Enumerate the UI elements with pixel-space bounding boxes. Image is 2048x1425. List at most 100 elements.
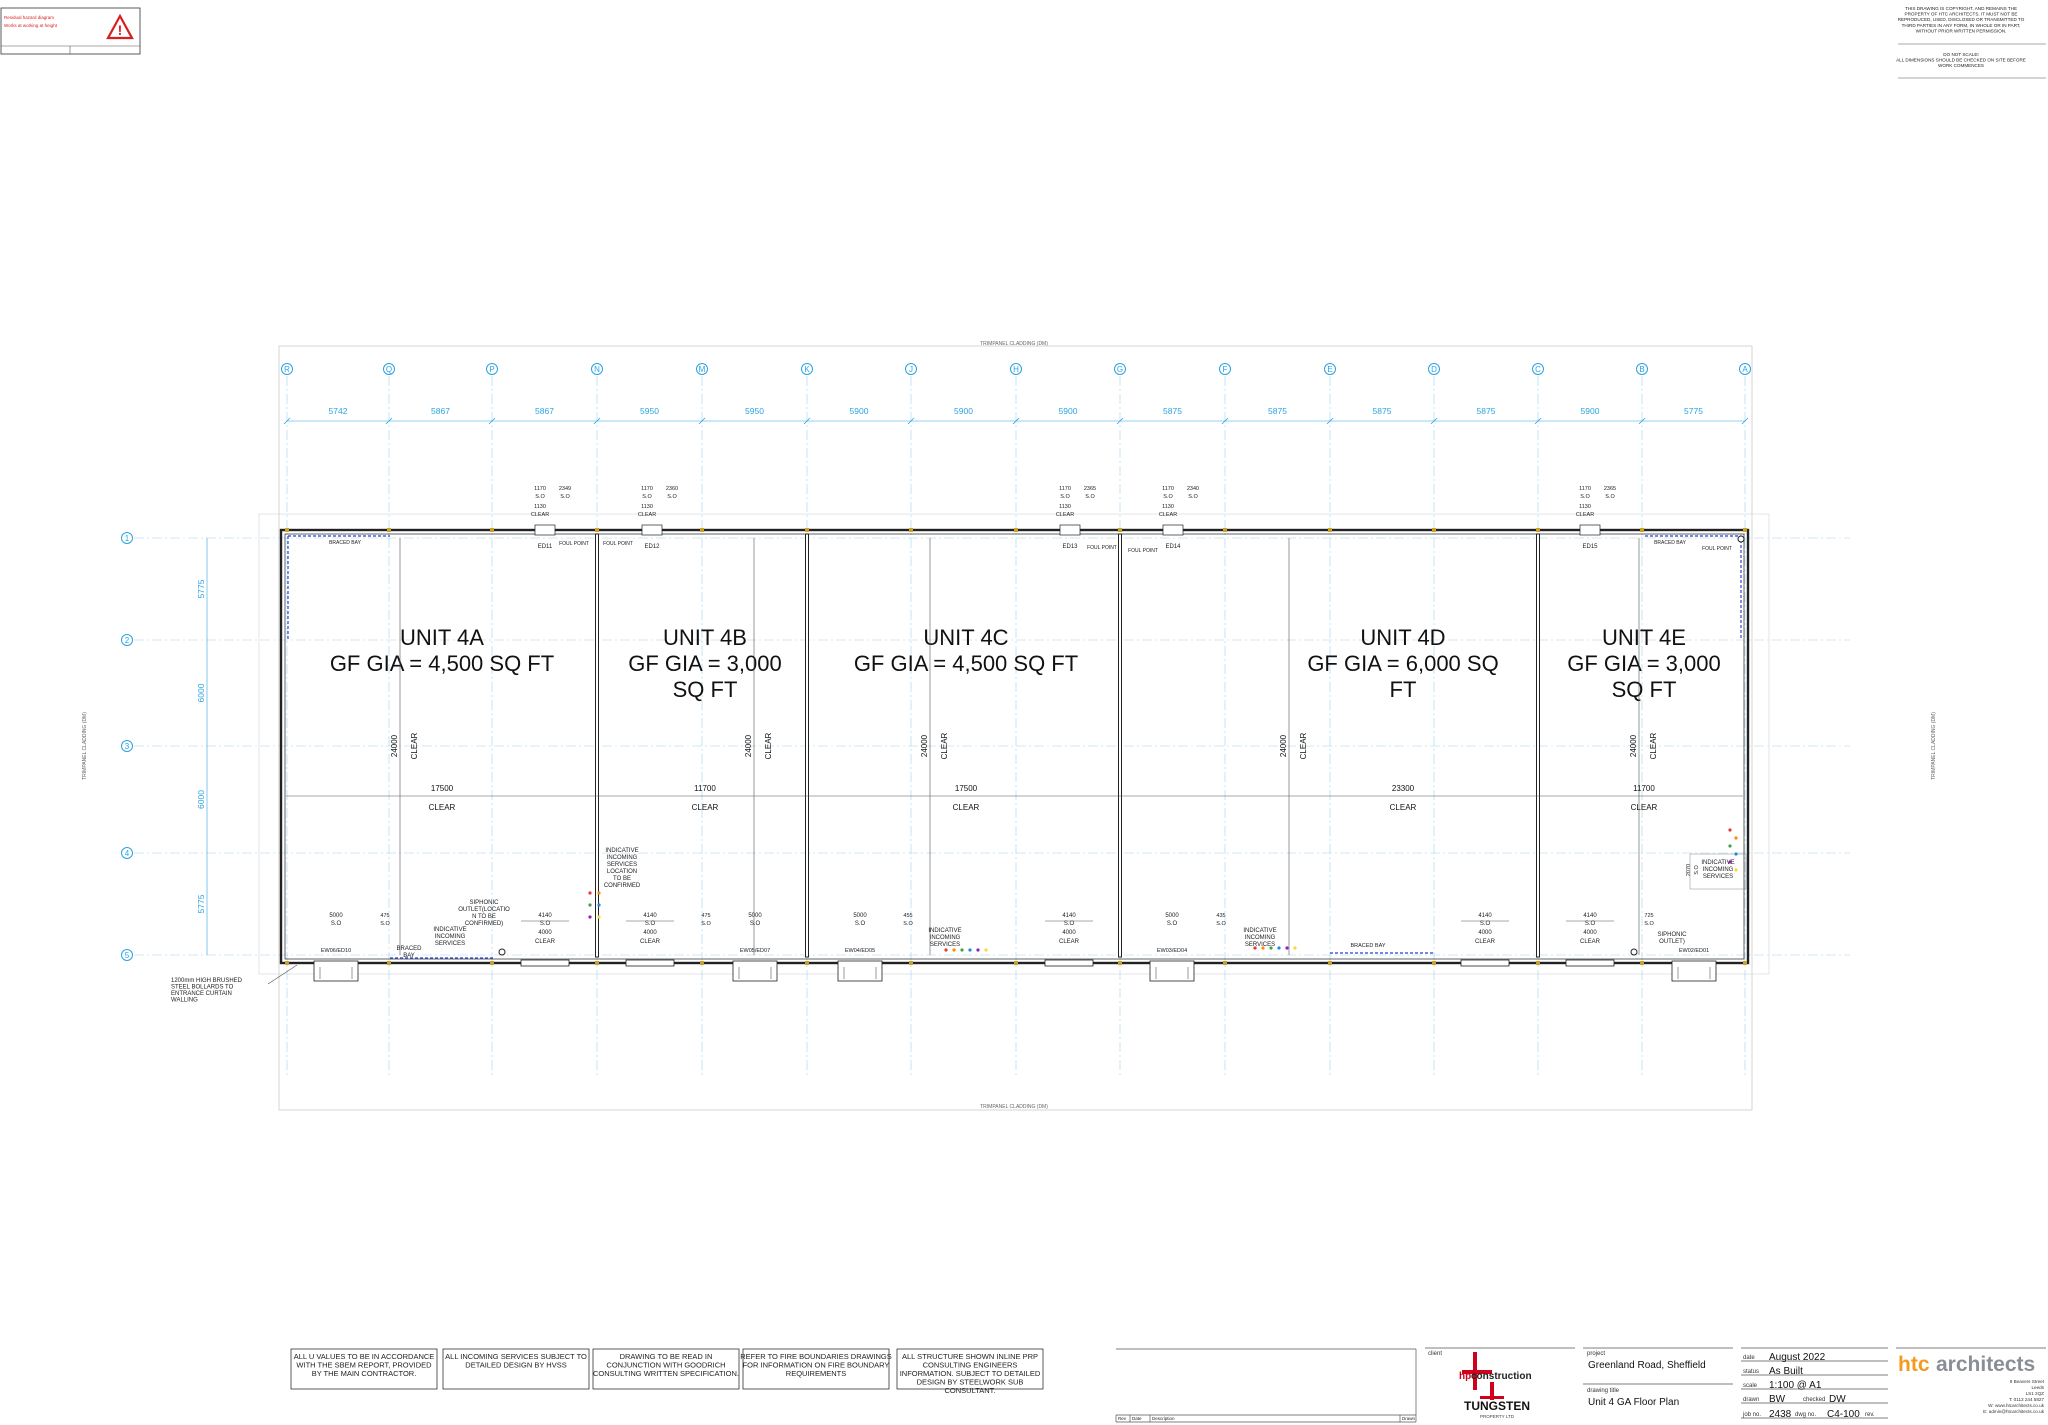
grid-bubble-R [281, 363, 293, 375]
tungsten-logo-text: TUNGSTEN [1464, 1399, 1530, 1413]
shutter-clear-width: 4000 [1062, 930, 1076, 936]
top-door-so2: 2365 [1604, 486, 1616, 492]
unit-depth-dim: 24000 [390, 734, 399, 757]
incoming-services-location-note-line: LOCATION [607, 869, 637, 875]
foul-point-label: FOUL POINT [603, 541, 633, 547]
revision-table: Rev Date Description Drawn [1115, 1348, 1417, 1423]
top-cladding-label: TRIMPANEL CLADDING (DM) [980, 341, 1048, 347]
copyright-line: THIRD PARTIES IN ANY FORM, IN WHOLE OR I… [1902, 23, 2021, 28]
service-point-marker [597, 891, 601, 895]
construction-text: construction [1471, 1371, 1532, 1382]
incoming-services-note-line: SERVICES [1245, 942, 1275, 948]
bay-width-dim: 5775 [1684, 406, 1703, 416]
incoming-services-note-line: INCOMING [435, 934, 466, 940]
copyright-line: THIS DRAWING IS COPYRIGHT, AND REMAINS T… [1905, 6, 2017, 11]
service-point-marker [968, 948, 972, 952]
column-marker [700, 528, 704, 532]
checked-value: DW [1829, 1394, 1846, 1405]
unit-gia: GF GIA = 4,500 SQ FT [330, 651, 554, 676]
general-note-line: INFORMATION. SUBJECT TO DETAILED [900, 1369, 1041, 1378]
top-door-so-label: S.O [1580, 494, 1590, 500]
svg-text:!: ! [118, 22, 123, 38]
party-wall [595, 533, 599, 958]
front-door-lobby [732, 960, 778, 982]
address-line: T: 0113 244 5827 [2009, 1397, 2045, 1402]
unit-gia: FT [1390, 677, 1417, 702]
top-door-clear1: 1130 [1059, 504, 1071, 510]
general-note-line: DETAILED DESIGN BY HVSS [465, 1361, 566, 1370]
top-door-so2: 2349 [559, 486, 571, 492]
general-note-line: FOR INFORMATION ON FIRE BOUNDARY [743, 1361, 890, 1370]
front-door-so-label: S.O [1167, 921, 1178, 927]
address-line: E: admin@htcarchitects.co.uk [1983, 1409, 2045, 1414]
shutter-clear: CLEAR [1059, 939, 1080, 945]
small-so-dim: 475 [380, 913, 389, 919]
service-point-marker [588, 891, 592, 895]
shutter-width: 4140 [538, 913, 552, 919]
small-so-label: S.O [1216, 921, 1226, 927]
column-marker [1536, 528, 1540, 532]
date-label: date [1743, 1355, 1755, 1361]
bollards-note-line: WALLING [171, 998, 198, 1004]
bay-dim-tick [1534, 417, 1542, 425]
shutter-clear: CLEAR [640, 939, 661, 945]
shutter-clear-width: 4000 [538, 930, 552, 936]
front-door-lobby [837, 960, 883, 982]
service-point-marker [1734, 868, 1738, 872]
front-door-so-dim: 5000 [748, 913, 762, 919]
bay-dim-tick [1012, 417, 1020, 425]
address-line: 9 Beavers Street [2010, 1379, 2045, 1384]
front-door-so-dim: 5000 [1165, 913, 1179, 919]
bay-dim-tick [1221, 417, 1229, 425]
front-door-tag: EW03/ED04 [1157, 948, 1187, 954]
column-marker [1118, 528, 1122, 532]
unit-width-clear: CLEAR [1631, 803, 1658, 812]
status-value: As Built [1769, 1366, 1803, 1377]
top-door-so-label: S.O [1605, 494, 1615, 500]
service-point-marker [960, 948, 964, 952]
incoming-services-note-line: INCOMING [1703, 867, 1734, 873]
grid-label-B: B [1639, 365, 1644, 374]
general-note-line: CONSULTANT. [945, 1386, 996, 1395]
unit-depth-dim: 24000 [744, 734, 753, 757]
siphonic-outlet-note-line: SIPHONIC [1657, 932, 1687, 938]
shutter-so: S.O [540, 921, 551, 927]
top-door-clear1: 1130 [1162, 504, 1174, 510]
row-label-5: 5 [125, 951, 130, 960]
grid-bubble-E [1324, 363, 1336, 375]
project-label: project [1587, 1351, 1605, 1357]
shutter-door [1565, 959, 1615, 967]
bay-width-dim: 5875 [1163, 406, 1182, 416]
bay-dim-tick [385, 417, 393, 425]
top-door-opening [534, 524, 556, 536]
unit-width-clear: CLEAR [692, 803, 719, 812]
unit-name: UNIT 4E [1602, 625, 1686, 650]
rev-header-description: Description [1152, 1416, 1175, 1421]
grid-label-A: A [1742, 365, 1748, 374]
bay-dim-tick [1638, 417, 1646, 425]
column-marker [1432, 961, 1436, 965]
shutter-door [520, 959, 570, 967]
grid-label-H: H [1013, 365, 1019, 374]
bay-dim-tick [1116, 417, 1124, 425]
top-door-clear: CLEAR [1576, 512, 1594, 518]
column-marker [1223, 961, 1227, 965]
row-spacing-dim: 6000 [196, 790, 206, 809]
column-marker [387, 528, 391, 532]
service-point-marker [1728, 828, 1732, 832]
front-door-so-label: S.O [855, 921, 866, 927]
column-marker [1328, 528, 1332, 532]
column-marker [595, 961, 599, 965]
grid-bubble-K [801, 363, 813, 375]
incoming-services-location-note-line: INCOMING [607, 855, 638, 861]
unit-gia: GF GIA = 6,000 SQ [1307, 651, 1498, 676]
top-door-opening [1579, 524, 1601, 536]
bay-dim-tick [488, 417, 496, 425]
row-spacing-dim: 5775 [196, 579, 206, 598]
front-door-tag: EW06/ED10 [321, 948, 351, 954]
date-value: August 2022 [1769, 1352, 1826, 1363]
incoming-services-note-line: SERVICES [435, 941, 465, 947]
incoming-services-note-line: INDICATIVE [1243, 928, 1276, 934]
incoming-services-location-note-line: INDICATIVE [605, 848, 638, 854]
